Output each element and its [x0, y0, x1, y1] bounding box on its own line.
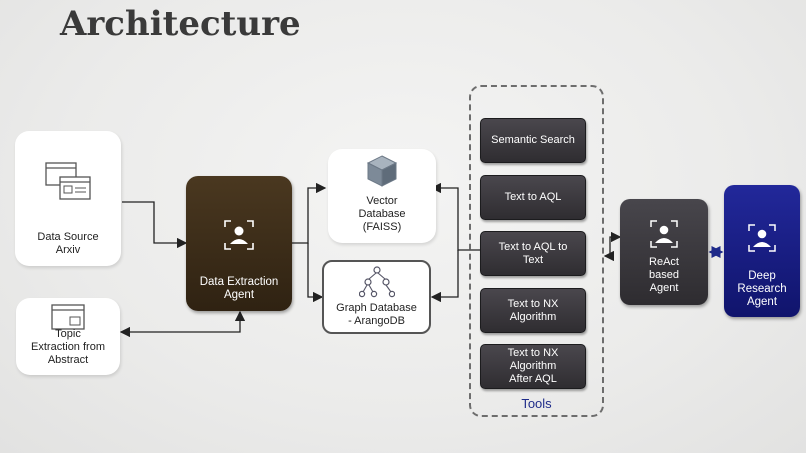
- tool-label: Text to AQL to Text: [498, 240, 568, 266]
- data-extraction-agent-node: Data Extraction Agent: [186, 176, 292, 311]
- topic-extraction-node: Topic Extraction from Abstract: [16, 298, 120, 375]
- data-source-label: Data Source Arxiv: [37, 231, 99, 256]
- page-title: Architecture: [60, 4, 301, 44]
- tools-group: [469, 85, 604, 417]
- topic-extraction-label: Topic Extraction from Abstract: [31, 328, 105, 366]
- react-agent-label: ReAct based Agent: [649, 256, 679, 294]
- edge-topic-extraction: [119, 310, 246, 338]
- tool-text-to-aql: Text to AQL: [480, 175, 586, 220]
- vector-db-label: Vector Database (FAISS): [358, 195, 406, 233]
- tools-label: Tools: [521, 396, 552, 411]
- react-agent-node: ReAct based Agent: [620, 199, 708, 305]
- graph-db-label: Graph Database - ArangoDB: [336, 302, 417, 327]
- user-agent-icon: [748, 224, 776, 252]
- vector-db-node: Vector Database (FAISS): [328, 149, 436, 243]
- deep-research-agent-node: Deep Research Agent: [724, 185, 800, 317]
- graph-db-node: Graph Database - ArangoDB: [322, 260, 431, 334]
- data-extraction-label: Data Extraction Agent: [199, 276, 279, 301]
- tool-semantic-search: Semantic Search: [480, 118, 586, 163]
- tool-text-to-aql-to-text: Text to AQL to Text: [480, 231, 586, 276]
- edge-react-tools: [603, 231, 622, 262]
- tool-label: Semantic Search: [491, 134, 575, 146]
- tool-label: Text to NX Algorithm After AQL: [507, 347, 559, 385]
- tool-label: Text to NX Algorithm: [507, 297, 559, 323]
- edge-extraction-to-vector: [292, 182, 327, 244]
- edge-tools-to-graph: [430, 250, 459, 303]
- user-agent-icon: [224, 220, 254, 250]
- user-agent-icon: [650, 220, 678, 248]
- deep-research-label: Deep Research Agent: [737, 270, 787, 308]
- data-source-node: Data Source Arxiv: [15, 131, 121, 266]
- tool-text-to-nx-after-aql: Text to NX Algorithm After AQL: [480, 344, 586, 389]
- cube-icon: [366, 155, 398, 187]
- browser-windows-icon: [51, 304, 85, 330]
- edge-source-to-extraction: [122, 201, 188, 249]
- browser-windows-icon: [45, 162, 91, 200]
- graph-network-icon: [359, 266, 395, 298]
- tool-text-to-nx: Text to NX Algorithm: [480, 288, 586, 333]
- tool-label: Text to AQL: [504, 191, 562, 203]
- edge-extraction-to-graph: [307, 243, 324, 303]
